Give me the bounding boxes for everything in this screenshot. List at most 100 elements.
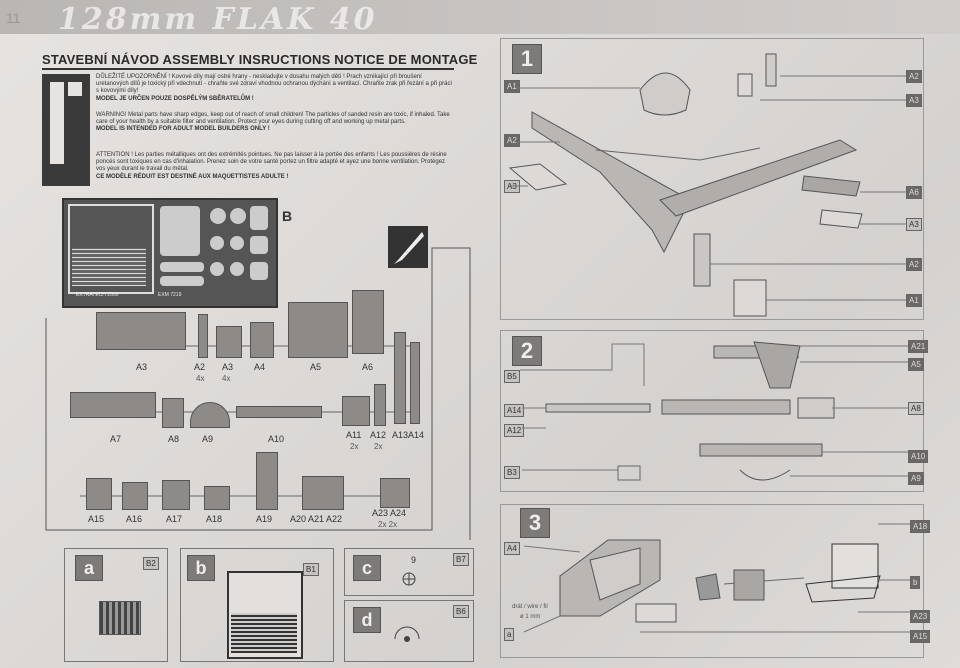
step3-wire-note: drát / wire / fil [512, 604, 548, 610]
label-a15: A15 [88, 514, 105, 524]
etch-maker: EXTRATECH 2000 [76, 292, 119, 298]
qty-a12: 2x [374, 442, 383, 451]
label-a8: A8 [168, 434, 180, 444]
step3-wire-size: ø 1 mm [520, 614, 541, 620]
step2-tag-right-2: A8 [908, 402, 924, 415]
label-a5: A5 [310, 362, 322, 372]
step1-badge: 1 [512, 44, 542, 74]
label-a10: A10 [268, 434, 285, 444]
substep-b-badge: b [187, 555, 215, 581]
substep-a-part [99, 601, 141, 635]
part-a4 [250, 322, 274, 358]
step1-tag-right-5: A1 [906, 294, 922, 307]
label-a3: A3 [136, 362, 148, 372]
step3-tag-right-0: A18 [910, 520, 931, 533]
part-a8 [162, 398, 184, 428]
etch-code: EXM 7219 [158, 292, 182, 298]
step2-tag-right-3: A10 [908, 450, 929, 463]
part-a18 [204, 486, 230, 510]
step1-tag-right-0: A2 [906, 70, 922, 83]
part-a13 [394, 332, 406, 424]
label-a23-a24: A23 A24 [372, 508, 407, 518]
part-a2 [198, 314, 208, 358]
part-a14 [410, 342, 420, 424]
title-banner: 11 128mm FLAK 40 [0, 0, 960, 37]
etch-label: B [282, 208, 293, 224]
substep-c-badge: c [353, 555, 381, 581]
label-a13a14: A13A14 [392, 430, 425, 440]
step3-panel [500, 504, 924, 658]
substep-b-tag: B1 [303, 563, 319, 576]
substep-b-panel: b B1 [180, 548, 334, 662]
label-a3-b: A3 [222, 362, 234, 372]
step2-tag-right-4: A9 [908, 472, 924, 485]
step1-tag-left-1: A2 [504, 134, 520, 147]
part-a11 [342, 396, 370, 426]
part-a7 [70, 392, 156, 418]
part-a3 [216, 326, 242, 358]
step1-tag-right-2: A6 [906, 186, 922, 199]
step1-tag-right-1: A3 [906, 94, 922, 107]
step2-tag-left-1: A14 [504, 404, 525, 417]
step3-tag-left-0: A4 [504, 542, 520, 555]
substep-d-rotate-icon [394, 626, 420, 642]
part-a10 [236, 406, 322, 418]
step3-tag-right-2: A23 [910, 610, 931, 623]
label-a6: A6 [362, 362, 374, 372]
label-a9: A9 [202, 434, 214, 444]
warning-fr: ATTENTION ! Les parties métalliques ont … [96, 152, 447, 180]
step2-tag-right-0: A21 [908, 340, 929, 353]
substep-c-panel: c 9 B7 [344, 548, 474, 596]
label-a4: A4 [254, 362, 266, 372]
label-a7: A7 [110, 434, 122, 444]
step2-tag-right-1: A5 [908, 358, 924, 371]
step2-tag-left-3: B3 [504, 466, 520, 479]
part-a23-24 [380, 478, 410, 508]
part-a20-22 [302, 476, 344, 510]
qty-a23-a24: 2x 2x [378, 520, 398, 529]
qty-a11: 2x [350, 442, 359, 451]
step1-tag-left-0: A1 [504, 80, 520, 93]
label-a20-a22: A20 A21 A22 [290, 514, 343, 524]
step1-panel [500, 38, 924, 320]
step3-badge: 3 [520, 508, 550, 538]
substep-c-number: 9 [411, 555, 417, 565]
warning-en: WARNING! Metal parts have sharp edges, k… [96, 112, 450, 133]
label-a18: A18 [206, 514, 223, 524]
substep-d-tag: B6 [453, 605, 469, 618]
warning-cz: DŮLEŽITÉ UPOZORNĚNÍ ! Kovové díly mají o… [96, 74, 452, 102]
instructions-heading: STAVEBNÍ NÁVOD ASSEMBLY INSRUCTIONS NOTI… [42, 52, 478, 67]
step3-tag-right-1: b [910, 576, 921, 589]
corner-number: 11 [6, 10, 21, 26]
qty-a2: 4x [196, 374, 205, 383]
step2-tag-left-0: B5 [504, 370, 520, 383]
step2-badge: 2 [512, 336, 542, 366]
substep-b-grid [231, 613, 297, 653]
label-a19: A19 [256, 514, 273, 524]
label-a16: A16 [126, 514, 143, 524]
heading-rule [42, 68, 454, 70]
part-a19 [256, 452, 278, 510]
step3-tag-right-3: A15 [910, 630, 931, 643]
hobby-knife-icon [388, 226, 428, 268]
warning-icon [42, 74, 90, 186]
part-a3-cradle [96, 312, 186, 350]
part-a5 [288, 302, 348, 358]
step3-tag-left-1: a [504, 628, 515, 641]
step1-tag-right-4: A2 [906, 258, 922, 271]
banner-title: 128mm FLAK 40 [58, 2, 378, 37]
label-a17: A17 [166, 514, 183, 524]
label-a12: A12 [370, 430, 387, 440]
photo-etch-fret [62, 198, 278, 308]
part-a6 [352, 290, 384, 354]
substep-a-panel: a B2 [64, 548, 168, 662]
part-a16 [122, 482, 148, 510]
substep-d-panel: d B6 [344, 600, 474, 662]
substep-c-crosshair-icon [402, 572, 416, 586]
label-a11: A11 [346, 430, 362, 440]
label-a2: A2 [194, 362, 206, 372]
